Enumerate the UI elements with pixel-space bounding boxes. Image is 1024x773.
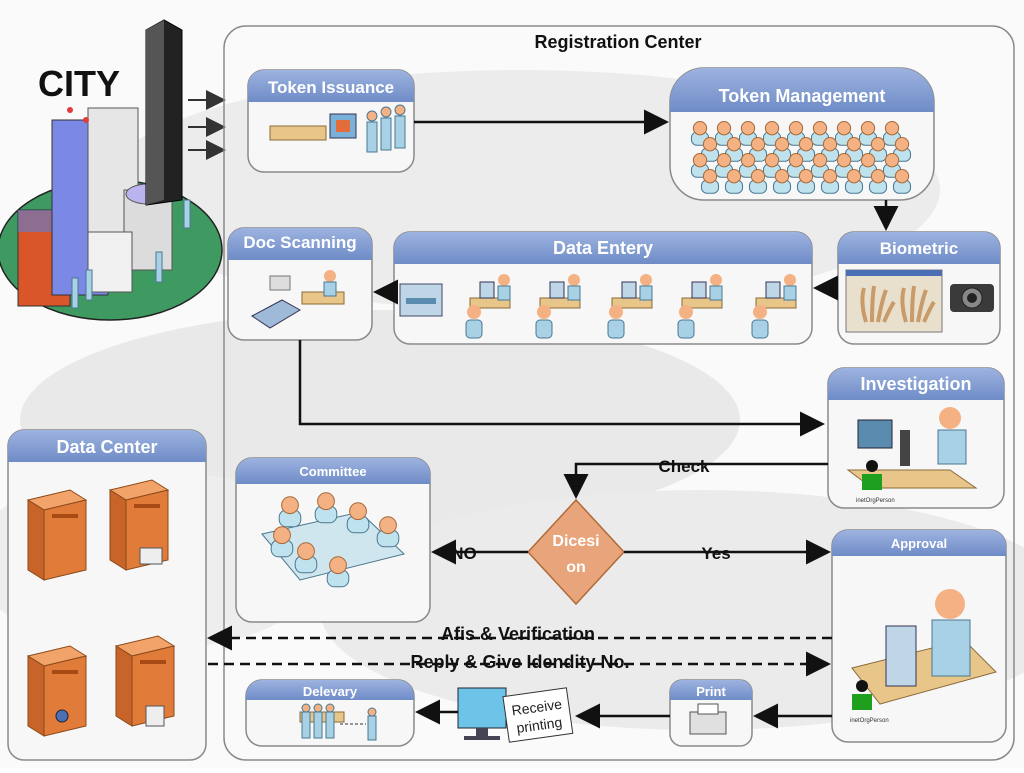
investigator-icon: inetOrgPerson (846, 407, 978, 504)
connectors (207, 109, 899, 729)
investigation-person-caption: inetOrgPerson (856, 498, 895, 504)
investigation-box[interactable]: Investigation inetOrgPerson (827, 367, 1005, 509)
token-issuance-box[interactable]: Token Issuance (247, 69, 415, 173)
city-label: CITY (38, 63, 120, 104)
meeting-table-icon (261, 492, 406, 588)
delivery-box[interactable]: Delevary (245, 679, 415, 747)
fingerprint-scanner-icon (845, 269, 943, 333)
servers-icon (26, 479, 176, 737)
receive-printing-icon: Receive printing (457, 687, 574, 743)
committee-label: Committee (299, 464, 366, 479)
print-printer-icon (689, 703, 727, 735)
approval-label: Approval (891, 536, 947, 551)
camera-icon (950, 284, 994, 312)
building-front (87, 231, 133, 293)
registration-center-panel: Registration Center (223, 25, 1015, 761)
check-label: Check (658, 457, 710, 476)
data-center-box[interactable]: Data Center (7, 429, 207, 761)
edge-investigation-decision (563, 462, 828, 499)
token-management-box[interactable]: Token Management (669, 67, 935, 201)
investigation-label: Investigation (860, 374, 971, 394)
data-entry-box[interactable]: Data Entery (393, 231, 813, 345)
crowd-icon (690, 121, 912, 194)
print-box[interactable]: Print (669, 679, 753, 747)
city-illustration: CITY (0, 19, 226, 321)
print-label: Print (696, 684, 726, 699)
edge-labels: Check NO Yes Afis & Verification Reply &… (410, 457, 730, 672)
data-entry-label: Data Entery (553, 238, 653, 258)
registration-center-title: Registration Center (534, 32, 701, 52)
decision-label-line2: on (566, 559, 586, 576)
token-management-label: Token Management (719, 86, 886, 106)
doc-scanning-label: Doc Scanning (243, 233, 356, 252)
approval-person-caption: inetOrgPerson (850, 718, 889, 724)
yes-label: Yes (701, 544, 730, 563)
delivery-people-icon (299, 703, 377, 741)
biometric-box[interactable]: Biometric (837, 231, 1001, 345)
doc-scanning-box[interactable]: Doc Scanning (227, 227, 373, 341)
workstations-icon (465, 274, 797, 339)
decision-label-line1: Dicesi (552, 533, 599, 550)
afis-label: Afis & Verification (441, 624, 595, 644)
scanner-icon (251, 270, 345, 329)
no-label: NO (451, 544, 477, 563)
reply-label: Reply & Give Idendity No. (410, 652, 629, 672)
receive-printing-line1: Receive (511, 696, 564, 719)
delivery-label: Delevary (303, 684, 358, 699)
token-issuance-label: Token Issuance (268, 78, 394, 97)
approval-box[interactable]: Approval inetOrgPerson (831, 529, 1007, 743)
receive-printing-line2: printing (515, 714, 563, 736)
data-center-label: Data Center (56, 437, 157, 457)
token-issuance-icon (269, 104, 406, 153)
printer-icon (399, 283, 443, 317)
committee-box[interactable]: Committee (235, 457, 431, 623)
edge-scanning-investigation (298, 340, 825, 437)
decision-diamond[interactable]: Dicesi on (526, 498, 626, 606)
biometric-label: Biometric (880, 239, 958, 258)
city-arrows (188, 90, 226, 160)
approver-icon: inetOrgPerson (850, 589, 997, 724)
